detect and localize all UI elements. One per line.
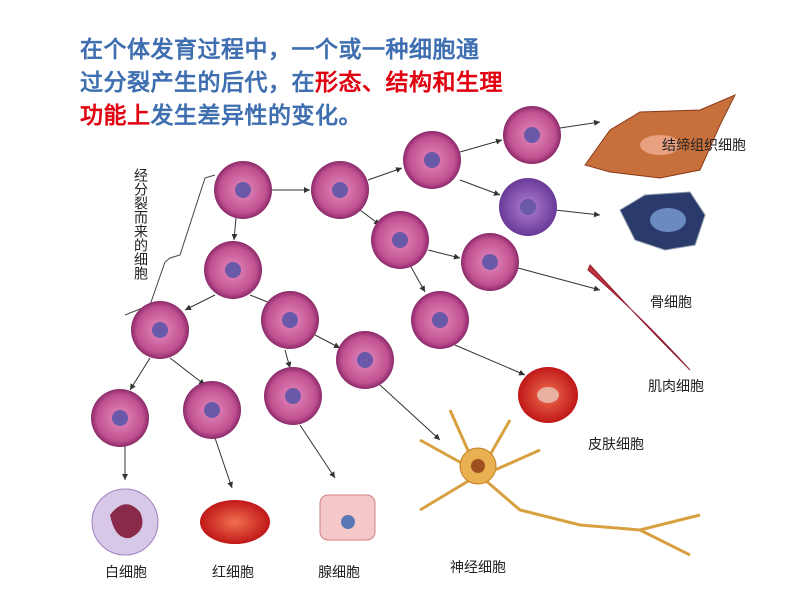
definition-text: 在个体发育过程中，一个或一种细胞通 过分裂产生的后代，在形态、结构和生理 功能上… <box>80 34 503 133</box>
cell-nucleus <box>285 388 301 404</box>
cell-nucleus <box>424 152 440 168</box>
label-skin-cell: 皮肤细胞 <box>588 437 644 453</box>
bone-nucleus <box>650 208 686 232</box>
cell-nucleus <box>204 402 220 418</box>
label-gland-cell: 腺细胞 <box>318 565 360 581</box>
muscle-cell <box>587 264 691 371</box>
cell-nucleus <box>225 262 241 278</box>
specialized-cells <box>91 94 737 557</box>
cell-nucleus <box>392 232 408 248</box>
arrows <box>122 119 601 489</box>
label-red-cell: 红细胞 <box>212 565 254 581</box>
neuron-processes <box>419 409 701 557</box>
cell-nucleus <box>282 312 298 328</box>
dividing-cells <box>91 106 561 447</box>
cell-nucleus <box>432 312 448 328</box>
cell-nucleus <box>482 254 498 270</box>
nerve-nucleus <box>471 459 485 473</box>
label-muscle-cell: 肌肉细胞 <box>648 379 704 395</box>
cell-nucleus <box>357 352 373 368</box>
label-bone-cell: 骨细胞 <box>650 295 692 311</box>
label-white-cell: 白细胞 <box>105 565 147 581</box>
white-cell-nucleus <box>110 504 143 539</box>
cell-nucleus <box>520 199 536 215</box>
cell-nucleus <box>235 182 251 198</box>
title-line-2a: 过分裂产生的后代，在 <box>80 70 315 96</box>
title-line-2b: 形态、结构和生理 <box>315 70 503 96</box>
cell-nucleus <box>152 322 168 338</box>
connective-nucleus <box>640 135 680 155</box>
title-line-1: 在个体发育过程中，一个或一种细胞通 <box>80 37 480 63</box>
cell-nucleus <box>524 127 540 143</box>
bracket-label: 经分裂而来的细胞 <box>132 168 148 280</box>
label-nerve-cell: 神经细胞 <box>450 560 506 576</box>
red-blood-cell <box>200 500 270 544</box>
title-line-3a: 功能上 <box>80 103 151 129</box>
title-line-3b: 发生差异性的变化。 <box>150 103 362 129</box>
skin-nucleus <box>537 387 559 403</box>
label-connective-cell: 结缔组织细胞 <box>662 138 746 154</box>
cell-nucleus <box>332 182 348 198</box>
cell-nucleus <box>112 410 128 426</box>
gland-nucleus <box>341 515 355 529</box>
